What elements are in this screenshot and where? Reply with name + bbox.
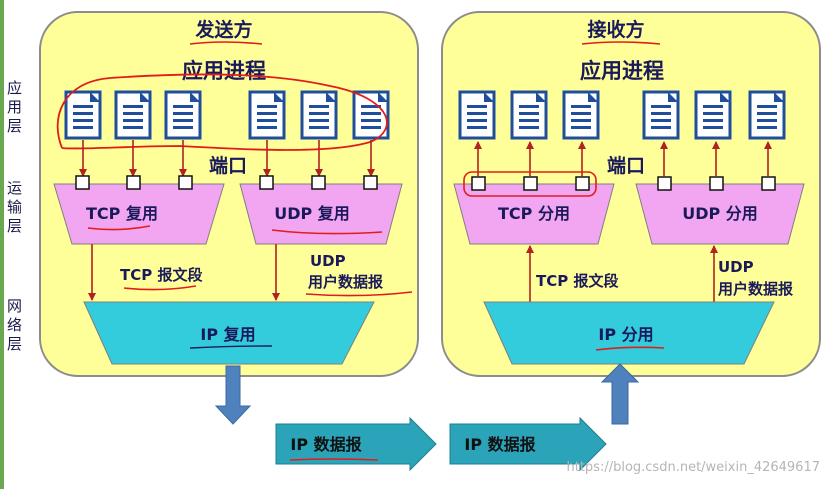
receiver-process-doc-icon-3 xyxy=(562,90,600,140)
sender-title: 发送方 xyxy=(194,18,252,41)
sender-process-doc-icon-5 xyxy=(300,90,338,140)
sender-port-label: 端口 xyxy=(209,154,247,177)
sender-process-doc-icon-3 xyxy=(164,90,202,140)
left-edge-bar xyxy=(0,0,4,489)
watermark: https://blog.csdn.net/weixin_42649617 xyxy=(566,460,820,475)
sender-tcp-mux-underline xyxy=(87,225,151,231)
receiver-udp-label-line1: UDP xyxy=(718,258,754,276)
sender-process-annotation-circle xyxy=(56,73,388,151)
sender-udp-mux-underline xyxy=(271,229,383,235)
layer-label-network: 网络层 xyxy=(5,298,23,355)
sender-process-doc-icon-2 xyxy=(114,90,152,140)
receiver-ip-demux-box xyxy=(483,301,775,365)
receiver-udp-demux-label: UDP 分用 xyxy=(682,204,758,223)
sender-ip-mux-box xyxy=(83,301,375,365)
receiver-ip-demux-underline xyxy=(595,346,665,351)
receiver-ip-demux-label: IP 分用 xyxy=(598,325,653,344)
sender-tcp-segment-label: TCP 报文段 xyxy=(120,266,202,284)
sender-udp-label-line2: 用户数据报 xyxy=(308,273,383,291)
receiver-process-doc-icon-6 xyxy=(748,90,786,140)
sender-process-doc-icon-1 xyxy=(64,90,102,140)
receiver-title-underline xyxy=(581,41,661,45)
sender-port-1 xyxy=(75,175,90,190)
receiver-port-label: 端口 xyxy=(607,154,645,177)
sender-tcp-mux-label: TCP 复用 xyxy=(86,204,158,223)
datagram-arrow-2 xyxy=(449,416,607,472)
sender-udp-label-underline xyxy=(305,291,413,297)
sender-udp-label-line1: UDP xyxy=(310,252,346,270)
receiver-process-doc-icon-1 xyxy=(458,90,496,140)
receiver-panel: 接收方 应用进程 端口 TCP 分用 UDP 分用 TCP 报文段 xyxy=(441,11,821,377)
sender-title-underline xyxy=(189,41,263,45)
sender-process-doc-icon-4 xyxy=(248,90,286,140)
receiver-process-doc-icon-5 xyxy=(694,90,732,140)
sender-panel: 发送方 应用进程 端口 TCP 复用 UDP 复用 xyxy=(39,11,419,377)
sender-udp-mux-label: UDP 复用 xyxy=(274,204,350,223)
receiver-tcp-segment-label: TCP 报文段 xyxy=(536,272,618,290)
receiver-port-2 xyxy=(523,176,538,191)
receiver-incoming-up-arrow xyxy=(600,363,640,425)
receiver-tcp-demux-label: TCP 分用 xyxy=(498,204,570,223)
datagram-label-2: IP 数据报 xyxy=(464,435,535,454)
sender-port-3 xyxy=(178,175,193,190)
receiver-port-1 xyxy=(471,176,486,191)
layer-label-transport: 运输层 xyxy=(5,180,23,237)
receiver-tcp-demux-box xyxy=(453,183,615,245)
sender-port-4 xyxy=(259,175,274,190)
datagram-label-1-underline xyxy=(289,458,379,461)
receiver-udp-label-line2: 用户数据报 xyxy=(718,280,793,298)
receiver-udp-demux-box xyxy=(635,183,805,245)
receiver-process-doc-icon-4 xyxy=(642,90,680,140)
sender-outgoing-down-arrow xyxy=(214,365,252,425)
receiver-port-6 xyxy=(761,176,776,191)
sender-ip-mux-label: IP 复用 xyxy=(200,325,255,344)
sender-process-label: 应用进程 xyxy=(182,59,266,83)
datagram-label-1: IP 数据报 xyxy=(290,435,361,454)
receiver-port-3 xyxy=(575,176,590,191)
datagram-arrow-1 xyxy=(275,416,437,472)
receiver-process-doc-icon-2 xyxy=(510,90,548,140)
receiver-port-5 xyxy=(709,176,724,191)
sender-port-6 xyxy=(363,175,378,190)
sender-tcp-segment-underline xyxy=(123,285,197,291)
sender-ip-mux-underline xyxy=(189,345,273,349)
sender-udp-mux-box xyxy=(239,183,403,245)
receiver-port-4 xyxy=(657,176,672,191)
receiver-port-annotation-box xyxy=(463,171,597,197)
sender-port-2 xyxy=(126,175,141,190)
sender-port-5 xyxy=(311,175,326,190)
receiver-process-label: 应用进程 xyxy=(580,59,664,83)
layer-label-application: 应用层 xyxy=(5,79,23,137)
sender-process-doc-icon-6 xyxy=(352,90,390,140)
receiver-title: 接收方 xyxy=(587,18,644,41)
